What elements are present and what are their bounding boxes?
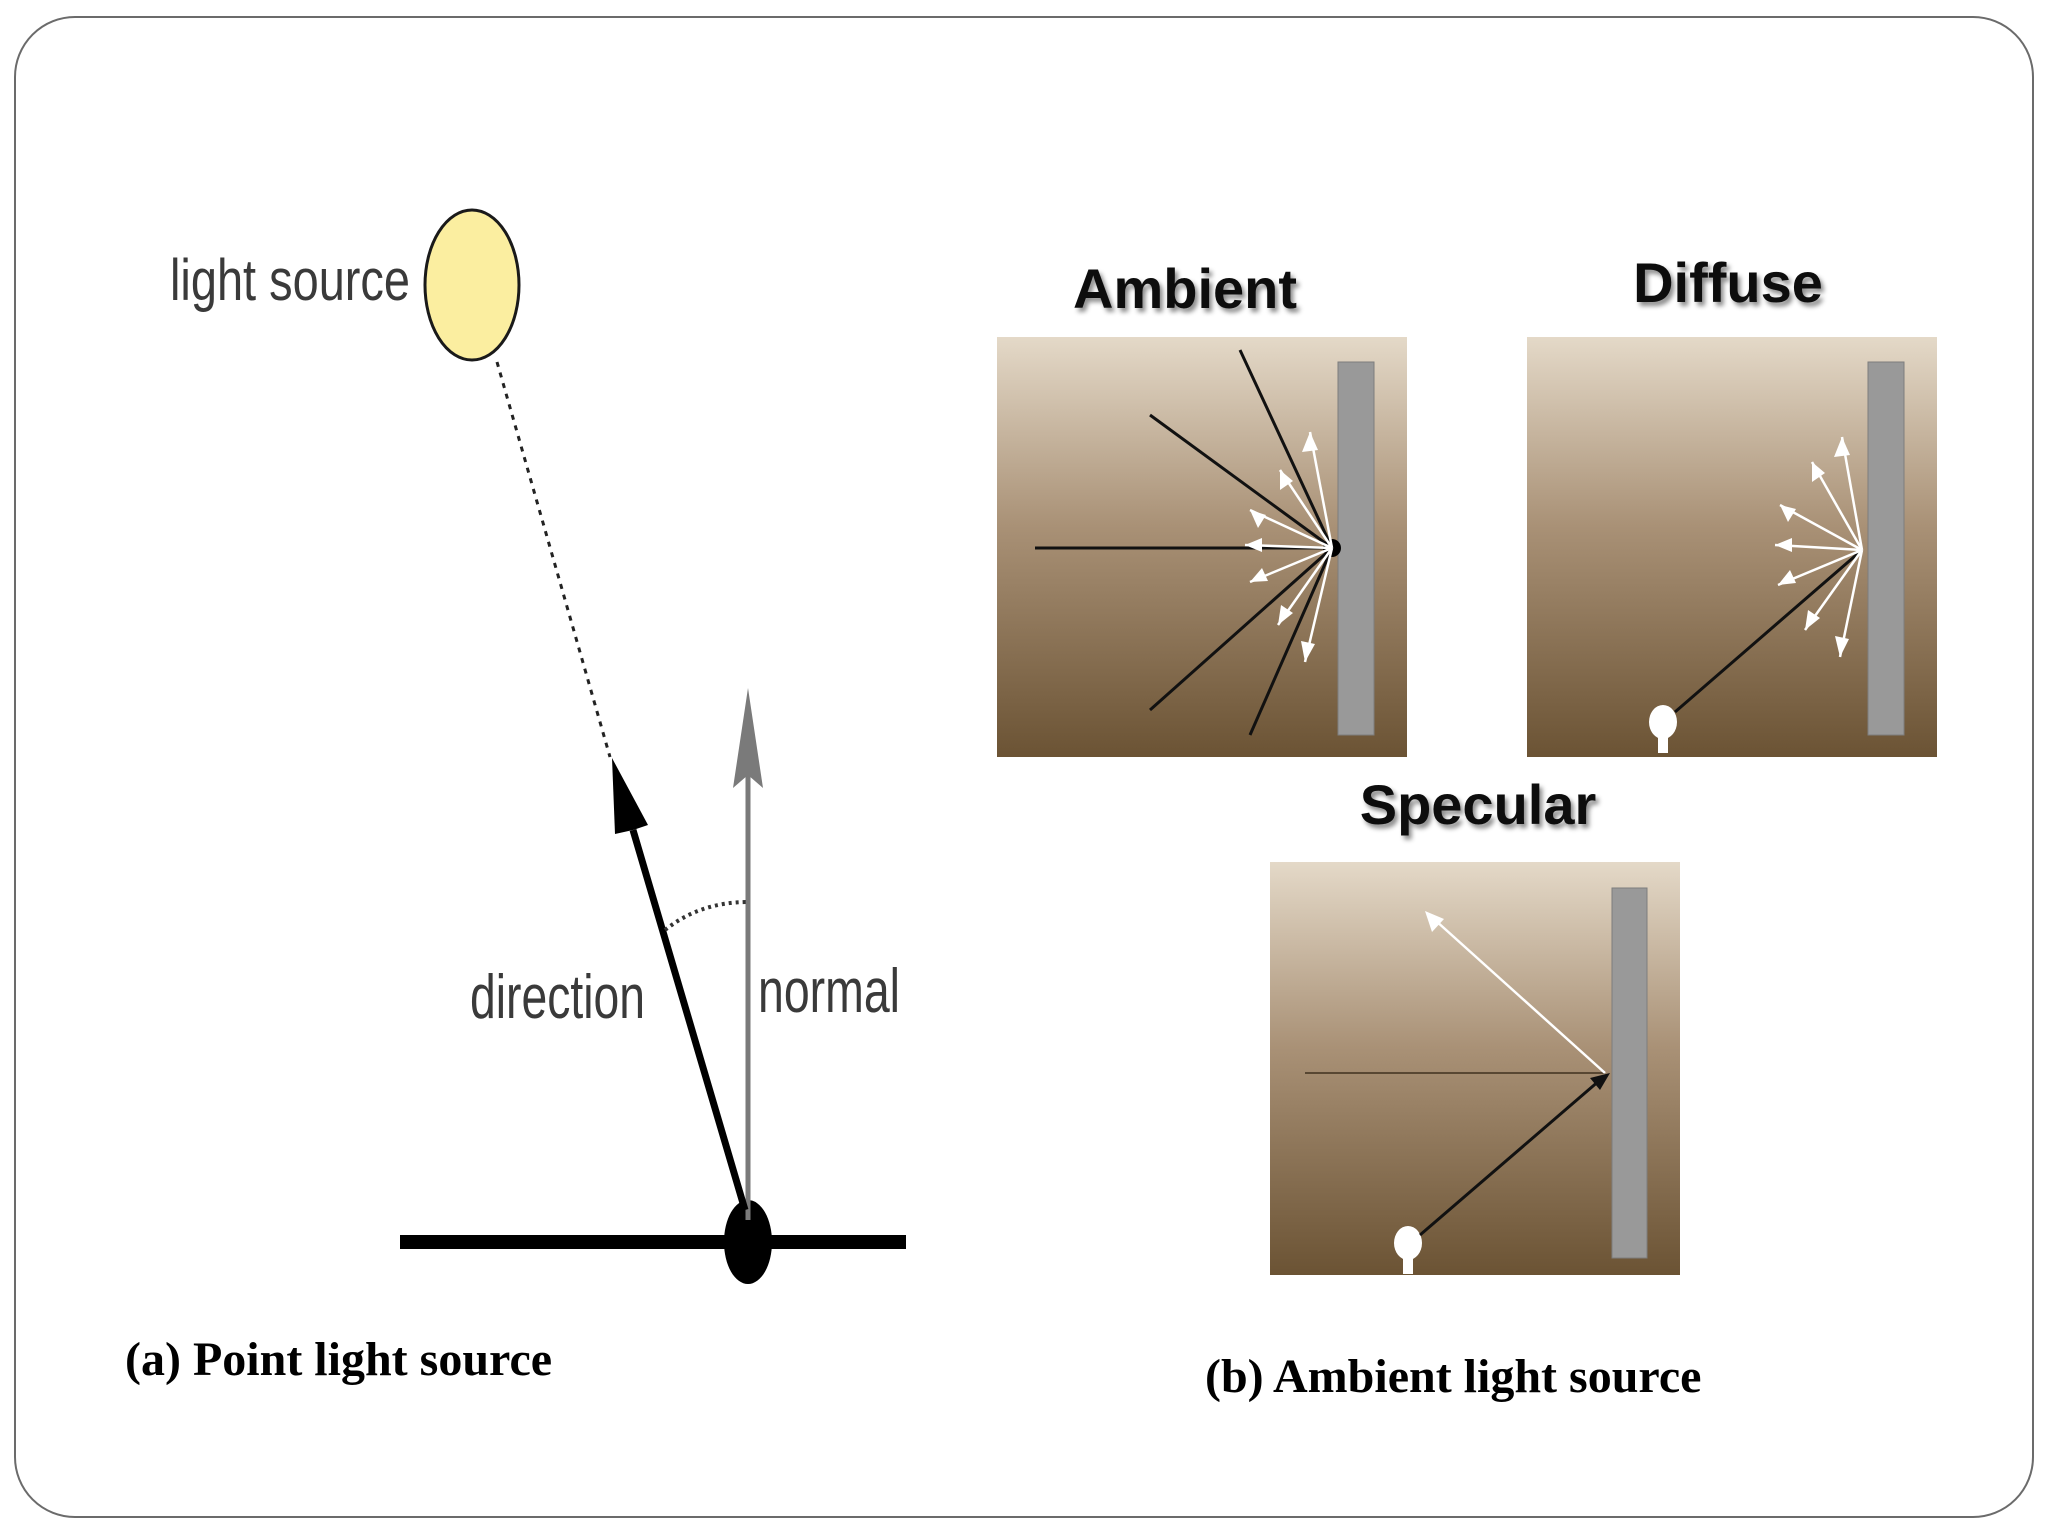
direction-arrow — [629, 829, 749, 1211]
ambient-title: Ambient — [1073, 257, 1297, 320]
direction-label: direction — [470, 963, 645, 1032]
ambient-incoming-rays — [1035, 349, 1334, 736]
diffuse-incoming-ray — [1674, 548, 1863, 714]
specular-incoming-ray — [1419, 1078, 1601, 1237]
diffuse-title: Diffuse — [1633, 251, 1823, 314]
direction-arrowhead — [612, 758, 648, 834]
slide-frame — [14, 16, 2034, 1518]
specular-incoming-arrowhead — [1590, 1073, 1610, 1090]
specular-reflected-ray — [1434, 919, 1606, 1074]
diffuse-wall — [1867, 361, 1905, 736]
diffuse-panel: Diffuse — [1527, 251, 1937, 757]
ambient-wall — [1337, 361, 1375, 736]
specular-bulb-icon — [1394, 1226, 1422, 1274]
normal-label: normal — [758, 957, 900, 1026]
ambient-panel: Ambient — [997, 257, 1407, 757]
light-source-icon — [423, 208, 521, 362]
ambient-light-diagram: Ambient — [997, 251, 1937, 1403]
angle-arc — [663, 900, 749, 932]
light-ray-dotted — [495, 361, 612, 758]
ambient-arrowheads — [1245, 432, 1318, 662]
light-source-label: light source — [170, 248, 410, 313]
surface-point — [724, 1200, 772, 1284]
diffuse-arrowheads — [1775, 437, 1850, 657]
normal-arrowhead — [733, 688, 763, 788]
specular-panel: Specular — [1270, 773, 1680, 1275]
specular-reflected-arrowhead — [1425, 911, 1444, 932]
diffuse-bulb-icon — [1649, 705, 1677, 753]
point-light-caption: (a) Point light source — [125, 1333, 552, 1386]
point-light-diagram: light source direction normal (a) Point … — [125, 208, 906, 1386]
specular-wall — [1611, 887, 1648, 1259]
ambient-light-caption: (b) Ambient light source — [1205, 1350, 1701, 1403]
specular-title: Specular — [1360, 773, 1597, 836]
